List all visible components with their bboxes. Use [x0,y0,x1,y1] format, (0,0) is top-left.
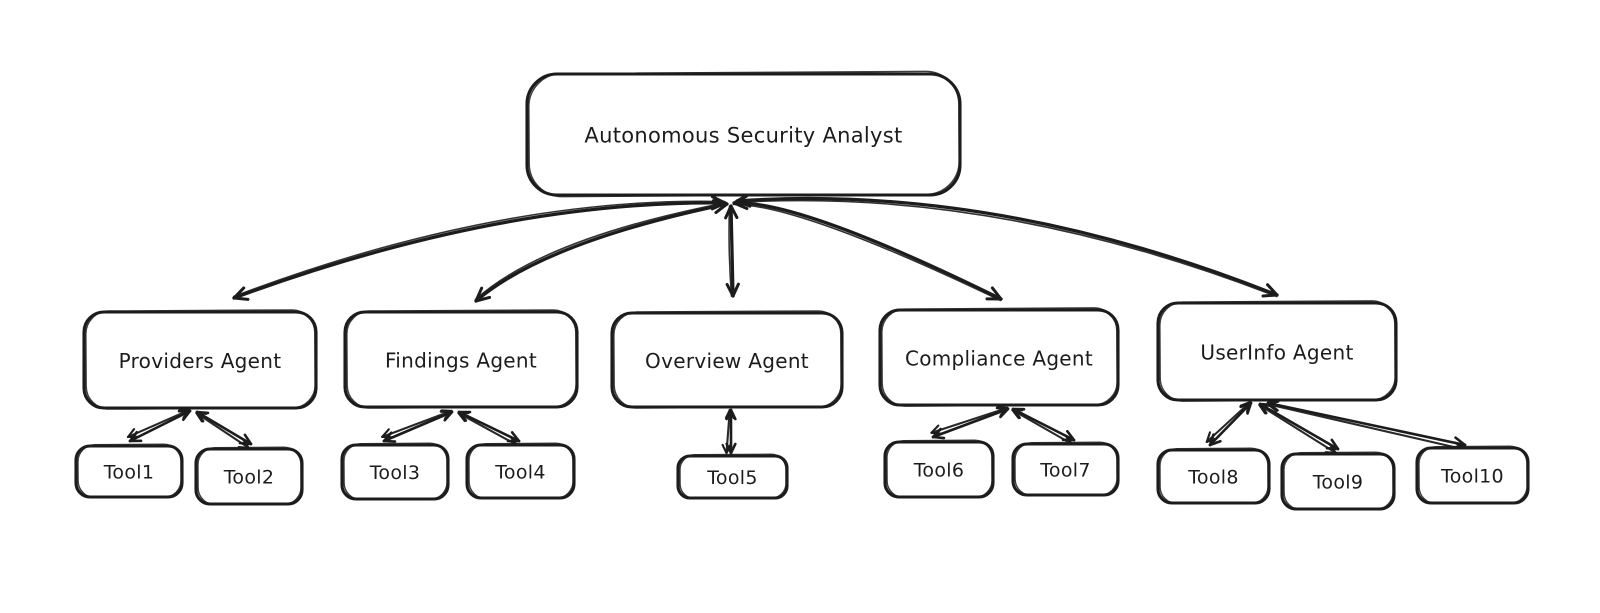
node-providers: Providers Agent [82,309,318,410]
node-label-tool7: Tool7 [1039,460,1091,482]
node-tool7: Tool7 [1011,441,1120,497]
node-compliance: Compliance Agent [878,307,1120,407]
node-tool4: Tool4 [465,442,576,500]
node-tool10: Tool10 [1415,445,1530,505]
node-userinfo: UserInfo Agent [1156,300,1398,402]
edge-userinfo-tool8 [1205,401,1253,447]
node-tool6: Tool6 [883,439,995,499]
node-label-tool2: Tool2 [223,467,275,489]
edge-root-providers [232,195,727,301]
node-label-tool3: Tool3 [369,462,421,484]
edge-root-overview [724,204,740,298]
node-overview: Overview Agent [610,310,844,409]
node-label-tool4: Tool4 [494,462,546,484]
edge-compliance-tool6 [930,405,1010,440]
edge-root-userinfo [735,192,1279,298]
node-root: Autonomous Security Analyst [525,70,962,198]
node-label-tool6: Tool6 [913,460,965,482]
node-label-tool5: Tool5 [706,467,758,489]
edge-overview-tool5 [721,408,737,455]
node-label-tool9: Tool9 [1312,472,1364,494]
edge-root-findings [474,199,729,303]
node-label-compliance: Compliance Agent [905,347,1093,371]
edge-compliance-tool7 [1011,407,1076,446]
node-findings: Findings Agent [343,309,579,409]
node-tool9: Tool9 [1280,451,1396,511]
node-label-overview: Overview Agent [645,349,809,373]
node-tool2: Tool2 [194,446,304,506]
node-label-tool1: Tool1 [103,462,155,484]
node-tool3: Tool3 [340,442,450,501]
edge-providers-tool2 [195,410,253,449]
node-tool8: Tool8 [1156,447,1271,505]
node-label-tool10: Tool10 [1440,466,1504,488]
node-label-userinfo: UserInfo Agent [1200,341,1353,365]
node-label-providers: Providers Agent [119,349,282,373]
node-tool5: Tool5 [676,453,789,500]
node-label-root: Autonomous Security Analyst [584,124,902,148]
node-tool1: Tool1 [74,443,184,499]
edge-findings-tool4 [457,410,521,447]
edge-findings-tool3 [381,409,454,443]
edge-providers-tool1 [126,408,192,443]
node-label-tool8: Tool8 [1187,467,1239,489]
node-label-findings: Findings Agent [385,349,537,373]
